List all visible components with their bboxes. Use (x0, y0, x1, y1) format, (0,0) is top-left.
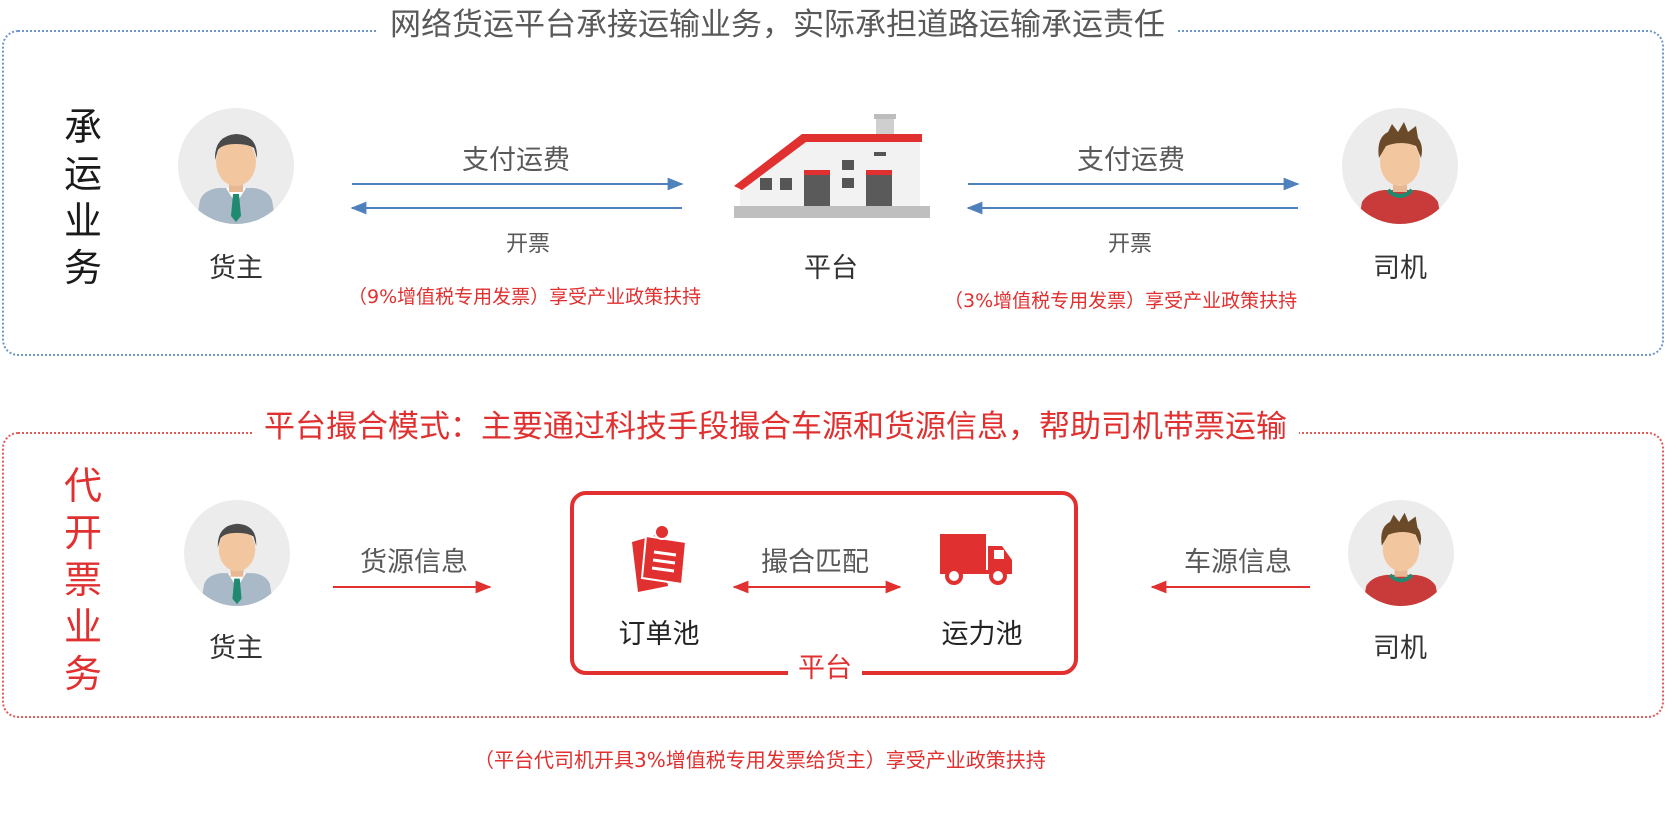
carrier-business-title: 网络货运平台承接运输业务，实际承担道路运输承运责任 (378, 10, 1177, 41)
order-notes-icon (632, 524, 688, 592)
carrier-business-side-label: 承运业务 (63, 105, 102, 290)
top-driver-label: 司机 (1373, 253, 1427, 284)
left-invoice-label: 开票 (506, 232, 551, 257)
cargo-info-label: 货源信息 (360, 547, 468, 578)
left-pay-label: 支付运费 (462, 145, 570, 176)
bottom-platform-label: 平台 (788, 652, 862, 686)
capacity-pool-label: 运力池 (941, 619, 1023, 650)
left-vat-note: （9%增值税专用发票）享受产业政策扶持 (348, 286, 702, 308)
match-label: 撮合匹配 (761, 547, 869, 578)
young-man-icon (1348, 500, 1454, 606)
businessman-with-tie-icon (178, 108, 294, 224)
agent-invoice-title: 平台撮合模式：主要通过科技手段撮合车源和货源信息，帮助司机带票运输 (252, 412, 1299, 443)
agent-invoice-side-label: 代开票业务 (63, 464, 102, 696)
footer-vat-note: （平台代司机开具3%增值税专用发票给货主）享受产业政策扶持 (474, 748, 1046, 772)
warehouse-icon (734, 114, 930, 218)
truck-icon (940, 534, 1012, 585)
businessman-with-tie-icon (184, 500, 290, 606)
right-pay-label: 支付运费 (1077, 145, 1185, 176)
top-platform-label: 平台 (804, 253, 858, 284)
order-pool-label: 订单池 (618, 619, 700, 650)
bottom-shipper-label: 货主 (209, 633, 263, 664)
right-vat-note: （3%增值税专用发票）享受产业政策扶持 (944, 290, 1298, 312)
vehicle-info-label: 车源信息 (1184, 547, 1292, 578)
young-man-icon (1342, 108, 1458, 224)
top-shipper-label: 货主 (209, 253, 263, 284)
bottom-driver-label: 司机 (1373, 633, 1427, 664)
right-invoice-label: 开票 (1108, 232, 1153, 257)
